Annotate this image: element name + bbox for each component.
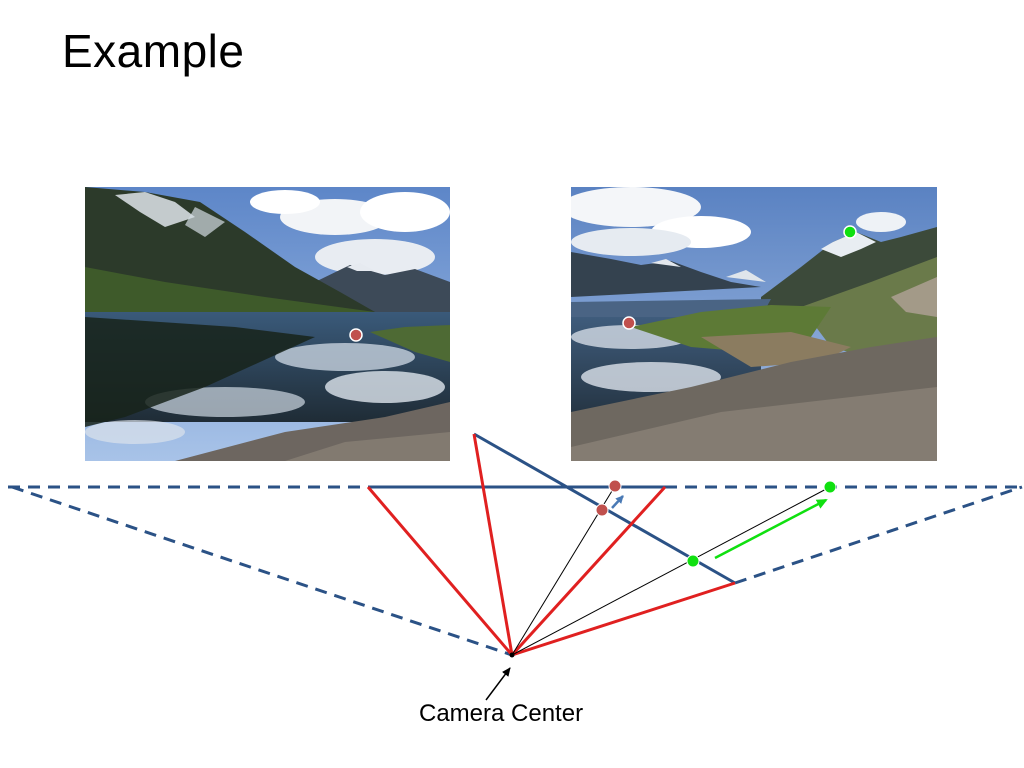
dashed-frustum-left (11, 485, 513, 657)
camera-center-pointer (485, 667, 511, 701)
right-lake-photo (571, 187, 937, 461)
frustum-ray-2 (510, 485, 667, 657)
green-point-plane (686, 554, 700, 568)
red-point-left-photo (349, 328, 363, 342)
red-point-right-photo (622, 316, 636, 330)
slide-title: Example (62, 25, 245, 77)
dashed-frustum-right (734, 485, 1023, 585)
frustum-ray-3 (472, 433, 514, 656)
blue-motion-arrow (611, 495, 624, 509)
green-motion-arrow (714, 498, 828, 560)
camera-center-dot (509, 652, 515, 658)
camera-center-label: Camera Center (419, 700, 584, 727)
green-point-far (823, 480, 837, 494)
red-point-upper (608, 479, 622, 493)
ray-green-point (511, 486, 831, 656)
frustum-ray-4 (511, 581, 736, 657)
left-lake-photo (85, 187, 450, 461)
frustum-ray-1 (366, 486, 514, 656)
red-point-lower (595, 503, 609, 517)
green-point-right-photo (843, 225, 857, 239)
